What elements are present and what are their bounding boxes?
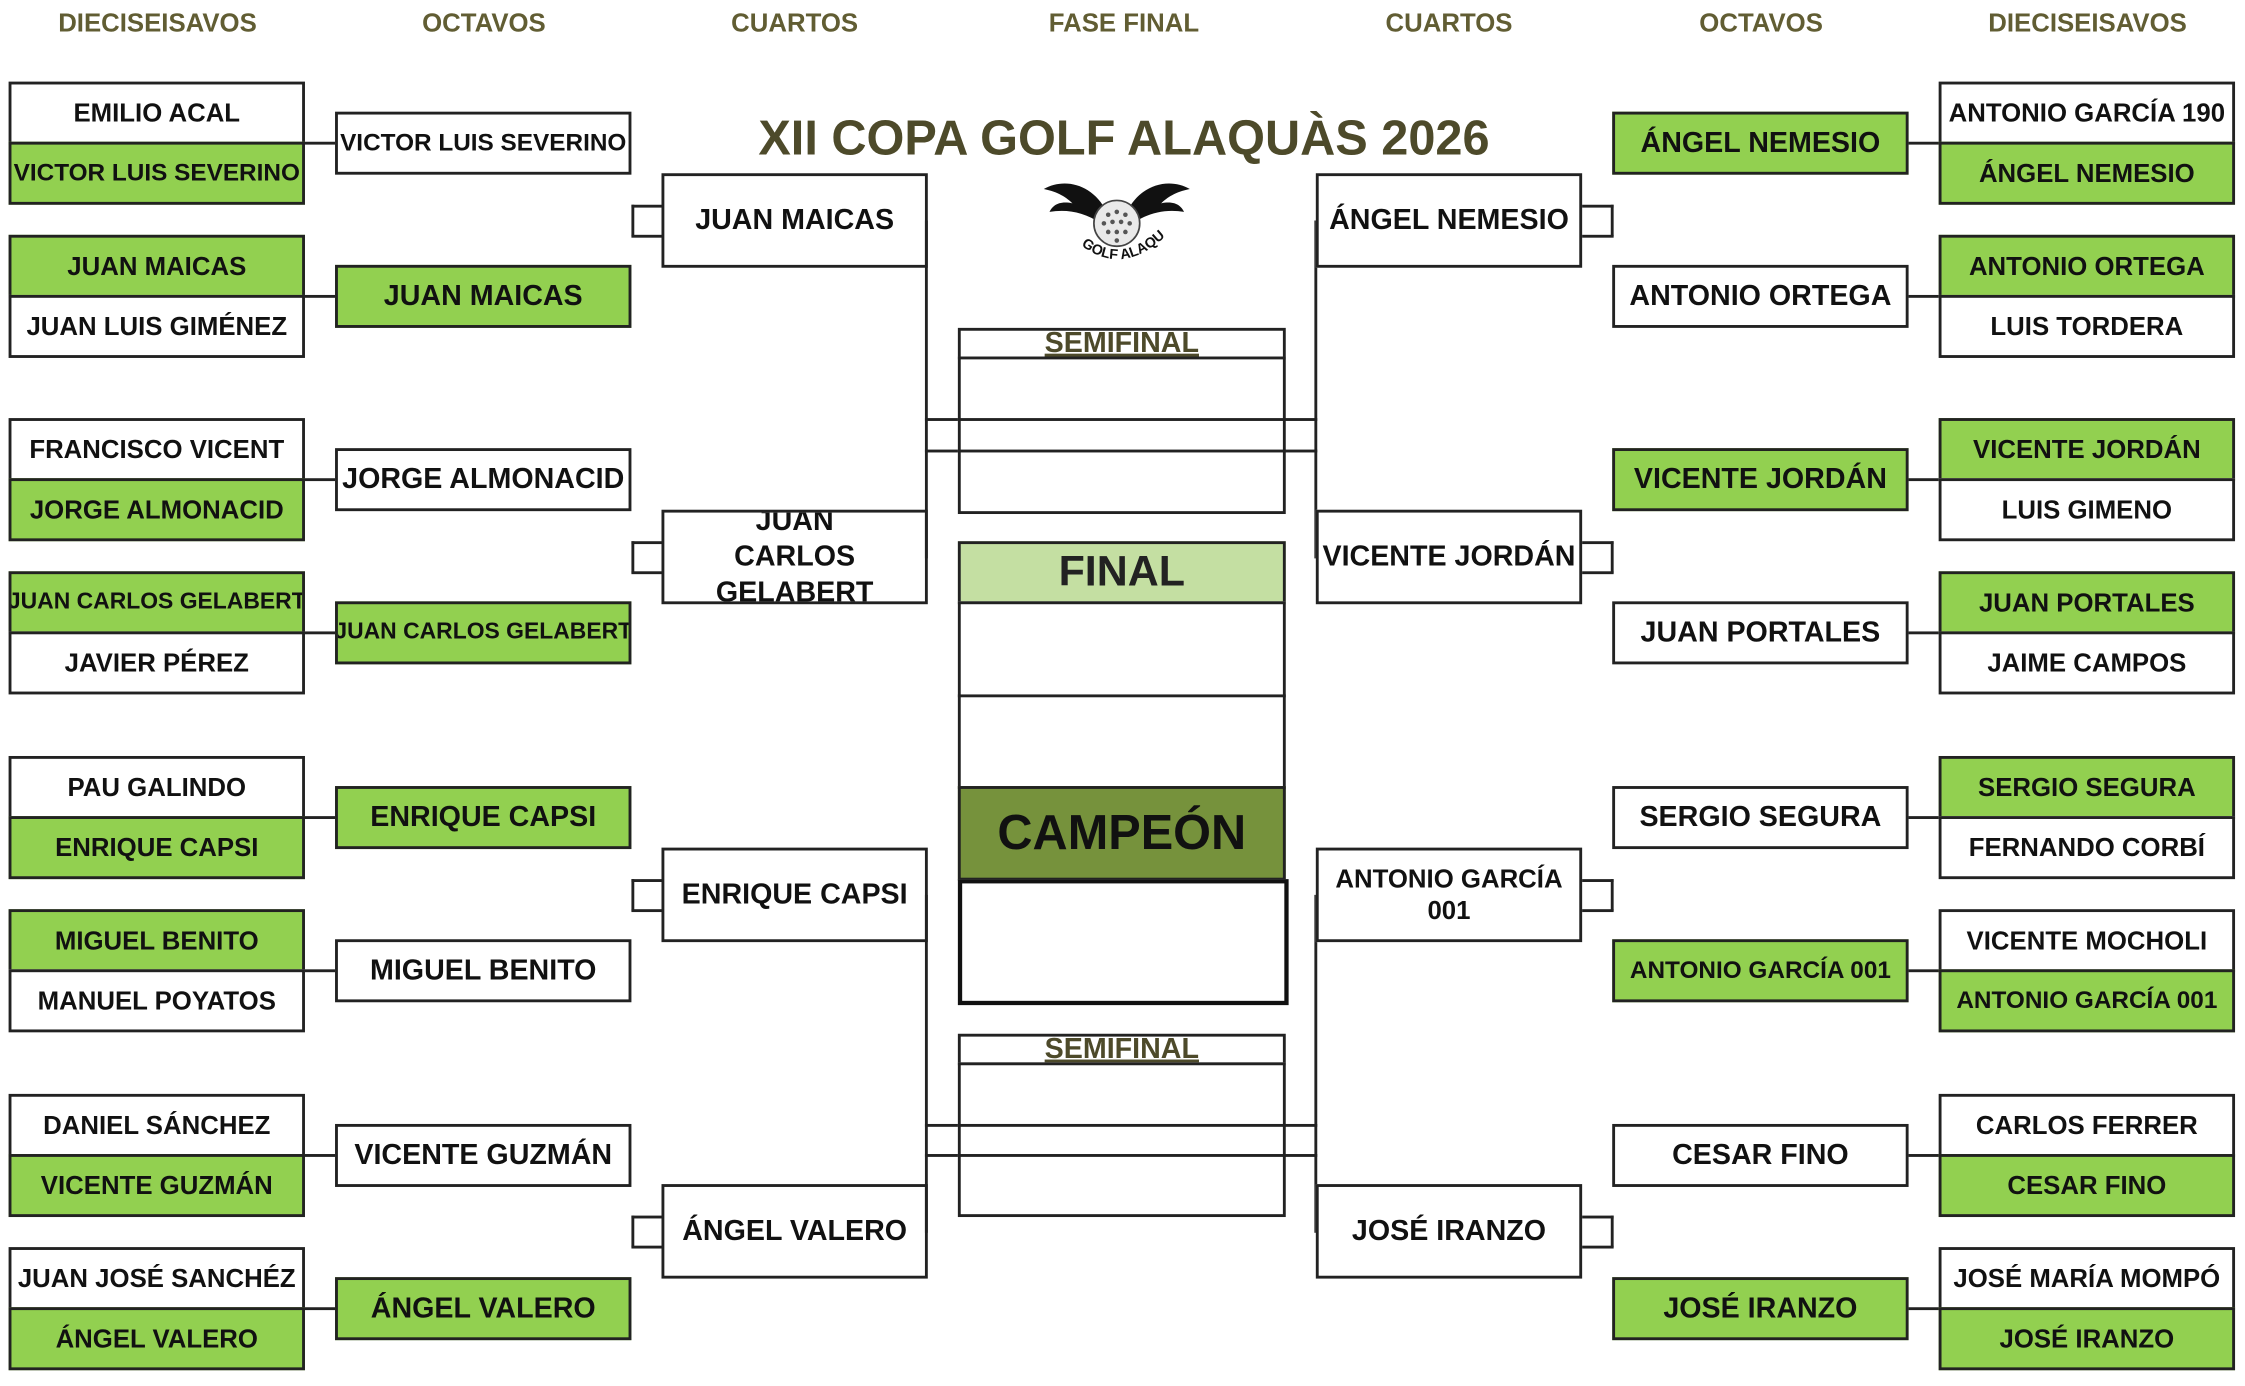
left-r32-match6-player2: MANUEL POYATOS (8, 969, 305, 1033)
right-r32-match8-player2: JOSÉ IRANZO (1938, 1307, 2236, 1371)
campeon-box (957, 879, 1289, 1006)
right-r16-slot6: ANTONIO GARCÍA 001 (1612, 939, 1909, 1003)
left-qf-slot1: JUAN MAICAS (661, 173, 928, 268)
left-r32-match2-player2: JUAN LUIS GIMÉNEZ (8, 294, 305, 358)
left-qf-slot4: ÁNGEL VALERO (661, 1184, 928, 1279)
left-r16-slot4: JUAN CARLOS GELABERT (335, 601, 632, 665)
left-r16-slot7: VICENTE GUZMÁN (335, 1123, 632, 1187)
right-r32-match7-player2: CESAR FINO (1938, 1154, 2236, 1218)
left-r32-match1-player2: VICTOR LUIS SEVERINO (8, 141, 305, 205)
campeon-label: CAMPEÓN (957, 786, 1286, 881)
right-r32-match2-player1: ANTONIO ORTEGA (1938, 234, 2236, 298)
header-right-qf: CUARTOS (1385, 8, 1513, 38)
left-r32-match6-player1: MIGUEL BENITO (8, 909, 305, 973)
right-r32-match1-player2: ÁNGEL NEMESIO (1938, 141, 2236, 205)
semifinal-bottom-label: SEMIFINAL (957, 1033, 1286, 1066)
left-r16-slot1: VICTOR LUIS SEVERINO (335, 111, 632, 175)
left-r16-slot3: JORGE ALMONACID (335, 448, 632, 512)
right-r32-match5-player2: FERNANDO CORBÍ (1938, 816, 2236, 880)
header-left-qf: CUARTOS (731, 8, 859, 38)
left-r32-match8-player1: JUAN JOSÉ SANCHÉZ (8, 1247, 305, 1311)
left-qf-slot3: ENRIQUE CAPSI (661, 847, 928, 943)
right-r32-match3-player2: LUIS GIMENO (1938, 478, 2236, 542)
left-r32-match3-player2: JORGE ALMONACID (8, 478, 305, 542)
right-r16-slot4: JUAN PORTALES (1612, 601, 1909, 665)
golf-alaquas-logo-icon: GOLF ALAQUÀS (1038, 169, 1190, 263)
right-r16-slot1: ÁNGEL NEMESIO (1612, 111, 1909, 175)
left-r32-match5-player1: PAU GALINDO (8, 755, 305, 819)
header-center: FASE FINAL (1048, 8, 1200, 38)
left-r32-match7-player2: VICENTE GUZMÁN (8, 1154, 305, 1218)
right-r32-match3-player1: VICENTE JORDÁN (1938, 418, 2236, 482)
semifinal-top-label: SEMIFINAL (957, 327, 1286, 360)
left-r16-slot8: ÁNGEL VALERO (335, 1277, 632, 1341)
left-r32-match4-player2: JAVIER PÉREZ (8, 631, 305, 695)
right-r16-slot5: SERGIO SEGURA (1612, 786, 1909, 850)
left-r16-slot5: ENRIQUE CAPSI (335, 786, 632, 850)
header-left-r16: OCTAVOS (422, 8, 546, 38)
left-r32-match2-player1: JUAN MAICAS (8, 234, 305, 298)
right-r32-match4-player1: JUAN PORTALES (1938, 571, 2236, 635)
semifinal-bottom-box (957, 1062, 1286, 1218)
right-qf-slot4: JOSÉ IRANZO (1315, 1184, 1583, 1279)
left-r32-match4-player1: JUAN CARLOS GELABERT (8, 571, 305, 635)
tournament-title: XII COPA GOLF ALAQUÀS 2026 (758, 111, 1490, 167)
left-r32-match8-player2: ÁNGEL VALERO (8, 1307, 305, 1371)
left-r32-match7-player1: DANIEL SÁNCHEZ (8, 1093, 305, 1157)
left-r32-match3-player1: FRANCISCO VICENT (8, 418, 305, 482)
right-qf-slot2: VICENTE JORDÁN (1315, 509, 1583, 605)
right-r32-match6-player1: VICENTE MOCHOLI (1938, 909, 2236, 973)
right-qf-slot1: ÁNGEL NEMESIO (1315, 173, 1583, 268)
right-r32-match4-player2: JAIME CAMPOS (1938, 631, 2236, 695)
header-right-r16: OCTAVOS (1699, 8, 1823, 38)
right-qf-slot3: ANTONIO GARCÍA 001 (1315, 847, 1583, 943)
left-r32-match5-player2: ENRIQUE CAPSI (8, 816, 305, 880)
right-r32-match1-player1: ANTONIO GARCÍA 190 (1938, 81, 2236, 145)
left-r16-slot2: JUAN MAICAS (335, 264, 632, 328)
right-r16-slot2: ANTONIO ORTEGA (1612, 264, 1909, 328)
semifinal-top-box (957, 356, 1286, 515)
left-qf-slot2: JUAN CARLOS GELABERT (661, 509, 928, 605)
right-r32-match7-player1: CARLOS FERRER (1938, 1093, 2236, 1157)
left-r32-match1-player1: EMILIO ACAL (8, 81, 305, 145)
right-r16-slot7: CESAR FINO (1612, 1123, 1909, 1187)
right-r32-match8-player1: JOSÉ MARÍA MOMPÓ (1938, 1247, 2236, 1311)
right-r32-match2-player2: LUIS TORDERA (1938, 294, 2236, 358)
right-r32-match6-player2: ANTONIO GARCÍA 001 (1938, 969, 2236, 1033)
right-r16-slot8: JOSÉ IRANZO (1612, 1277, 1909, 1341)
header-right-r32: DIECISEISAVOS (1988, 8, 2187, 38)
header-left-r32: DIECISEISAVOS (58, 8, 257, 38)
right-r16-slot3: VICENTE JORDÁN (1612, 448, 1909, 512)
final-label: FINAL (957, 541, 1286, 605)
left-r16-slot6: MIGUEL BENITO (335, 939, 632, 1003)
right-r32-match5-player1: SERGIO SEGURA (1938, 755, 2236, 819)
